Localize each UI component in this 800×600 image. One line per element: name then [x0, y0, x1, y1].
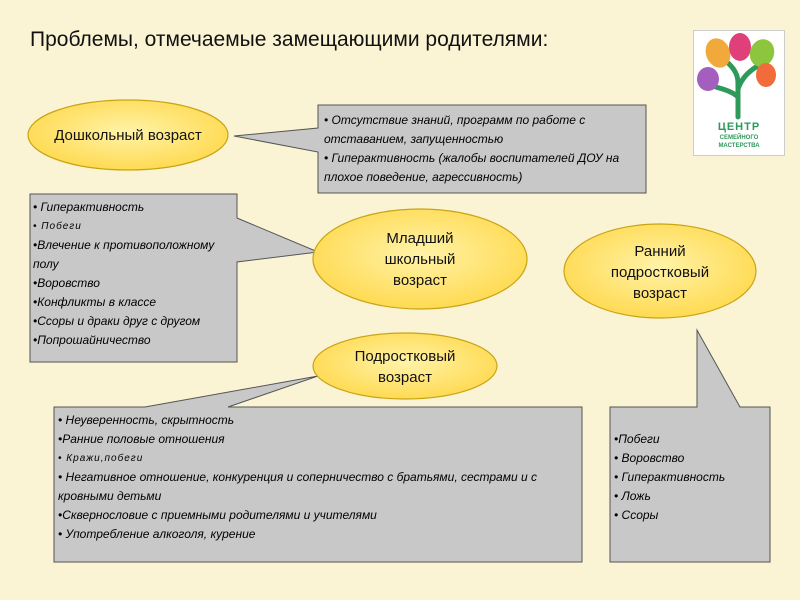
list-item: Ссоры и драки друг с другом — [33, 312, 233, 331]
label-preschool: Дошкольный возраст — [54, 126, 202, 144]
list-item: Гиперактивность — [614, 468, 764, 487]
list-item: Сквернословие с приемными родителями и у… — [58, 506, 578, 525]
label-early-teen: Ранний подростковый возраст — [610, 242, 710, 302]
logo-line-3: МАСТЕРСТВА — [718, 143, 760, 149]
list-junior-school: Гиперактивность Побеги Влечение к против… — [33, 198, 233, 350]
center-logo: ЦЕНТР СЕМЕЙНОГО МАСТЕРСТВА — [693, 30, 785, 156]
list-item: Кражи,побеги — [58, 449, 578, 468]
label-junior-school: Младший школьный возраст — [384, 229, 456, 289]
list-item: Гиперактивность — [33, 198, 233, 217]
list-item: Ссоры — [614, 506, 764, 525]
list-item: Воровство — [33, 274, 233, 293]
list-early-teen: Побеги Воровство Гиперактивность Ложь Сс… — [614, 430, 764, 525]
list-item: Неуверенность, скрытность — [58, 411, 578, 430]
list-item: Попрошайничество — [33, 331, 233, 350]
list-item: Побеги — [33, 217, 233, 236]
list-item: Воровство — [614, 449, 764, 468]
oval-junior-school — [312, 208, 528, 310]
list-item: Ложь — [614, 487, 764, 506]
list-teen: Неуверенность, скрытность Ранние половые… — [58, 411, 578, 544]
logo-line-2: СЕМЕЙНОГО — [719, 135, 759, 141]
list-item: Побеги — [614, 430, 764, 449]
oval-early-teen — [563, 223, 757, 319]
oval-teen — [312, 332, 498, 400]
list-item: Влечение к противоположному полу — [33, 236, 233, 274]
tree-hands-icon — [697, 33, 776, 120]
logo-line-1: ЦЕНТР — [717, 121, 761, 133]
label-teen: Подростковый возраст — [354, 348, 456, 386]
list-item: Негативное отношение, конкуренция и сопе… — [58, 468, 578, 506]
oval-preschool — [27, 99, 229, 171]
list-item: Гиперактивность (жалобы воспитателей ДОУ… — [324, 149, 640, 187]
list-item: Отсутствие знаний, программ по работе с … — [324, 111, 640, 149]
list-preschool: Отсутствие знаний, программ по работе с … — [324, 111, 640, 187]
list-item: Конфликты в классе — [33, 293, 233, 312]
list-item: Употребление алкоголя, курение — [58, 525, 578, 544]
list-item: Ранние половые отношения — [58, 430, 578, 449]
slide-title: Проблемы, отмечаемые замещающими родител… — [30, 28, 549, 51]
